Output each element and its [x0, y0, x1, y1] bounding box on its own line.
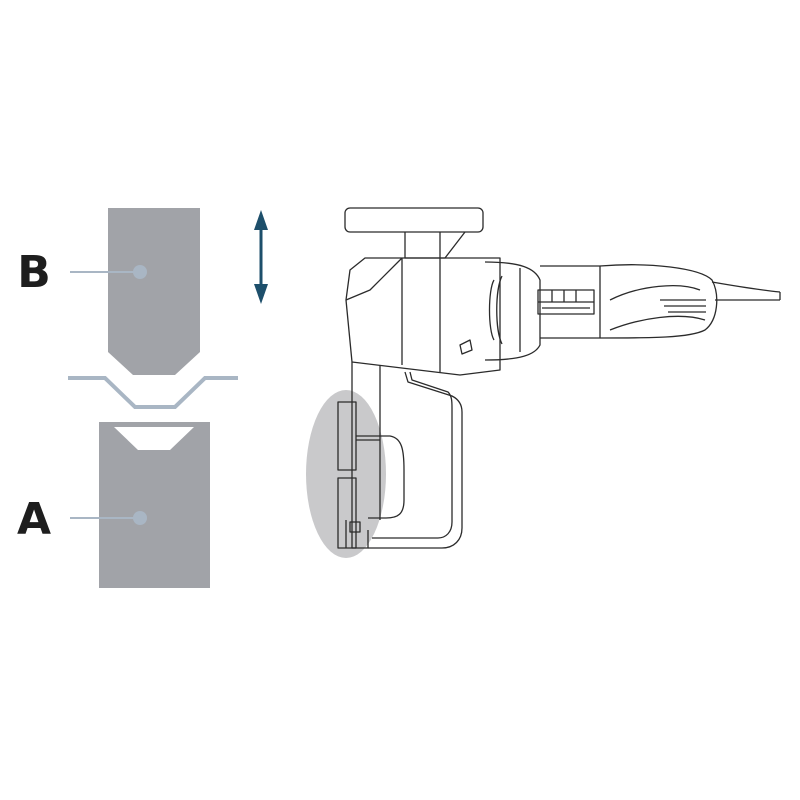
tool-head-highlight [306, 390, 386, 558]
power-tool-nibbler-icon [337, 207, 781, 549]
lower-tool-a: A [17, 422, 210, 588]
bent-sheet [68, 376, 238, 409]
upper-tool-b: B [17, 208, 200, 375]
label-a: A [17, 494, 51, 545]
upper-tool-body [108, 208, 200, 375]
double-vertical-arrow-icon [254, 210, 268, 304]
lower-tool-body [99, 422, 210, 588]
label-b: B [17, 247, 51, 298]
